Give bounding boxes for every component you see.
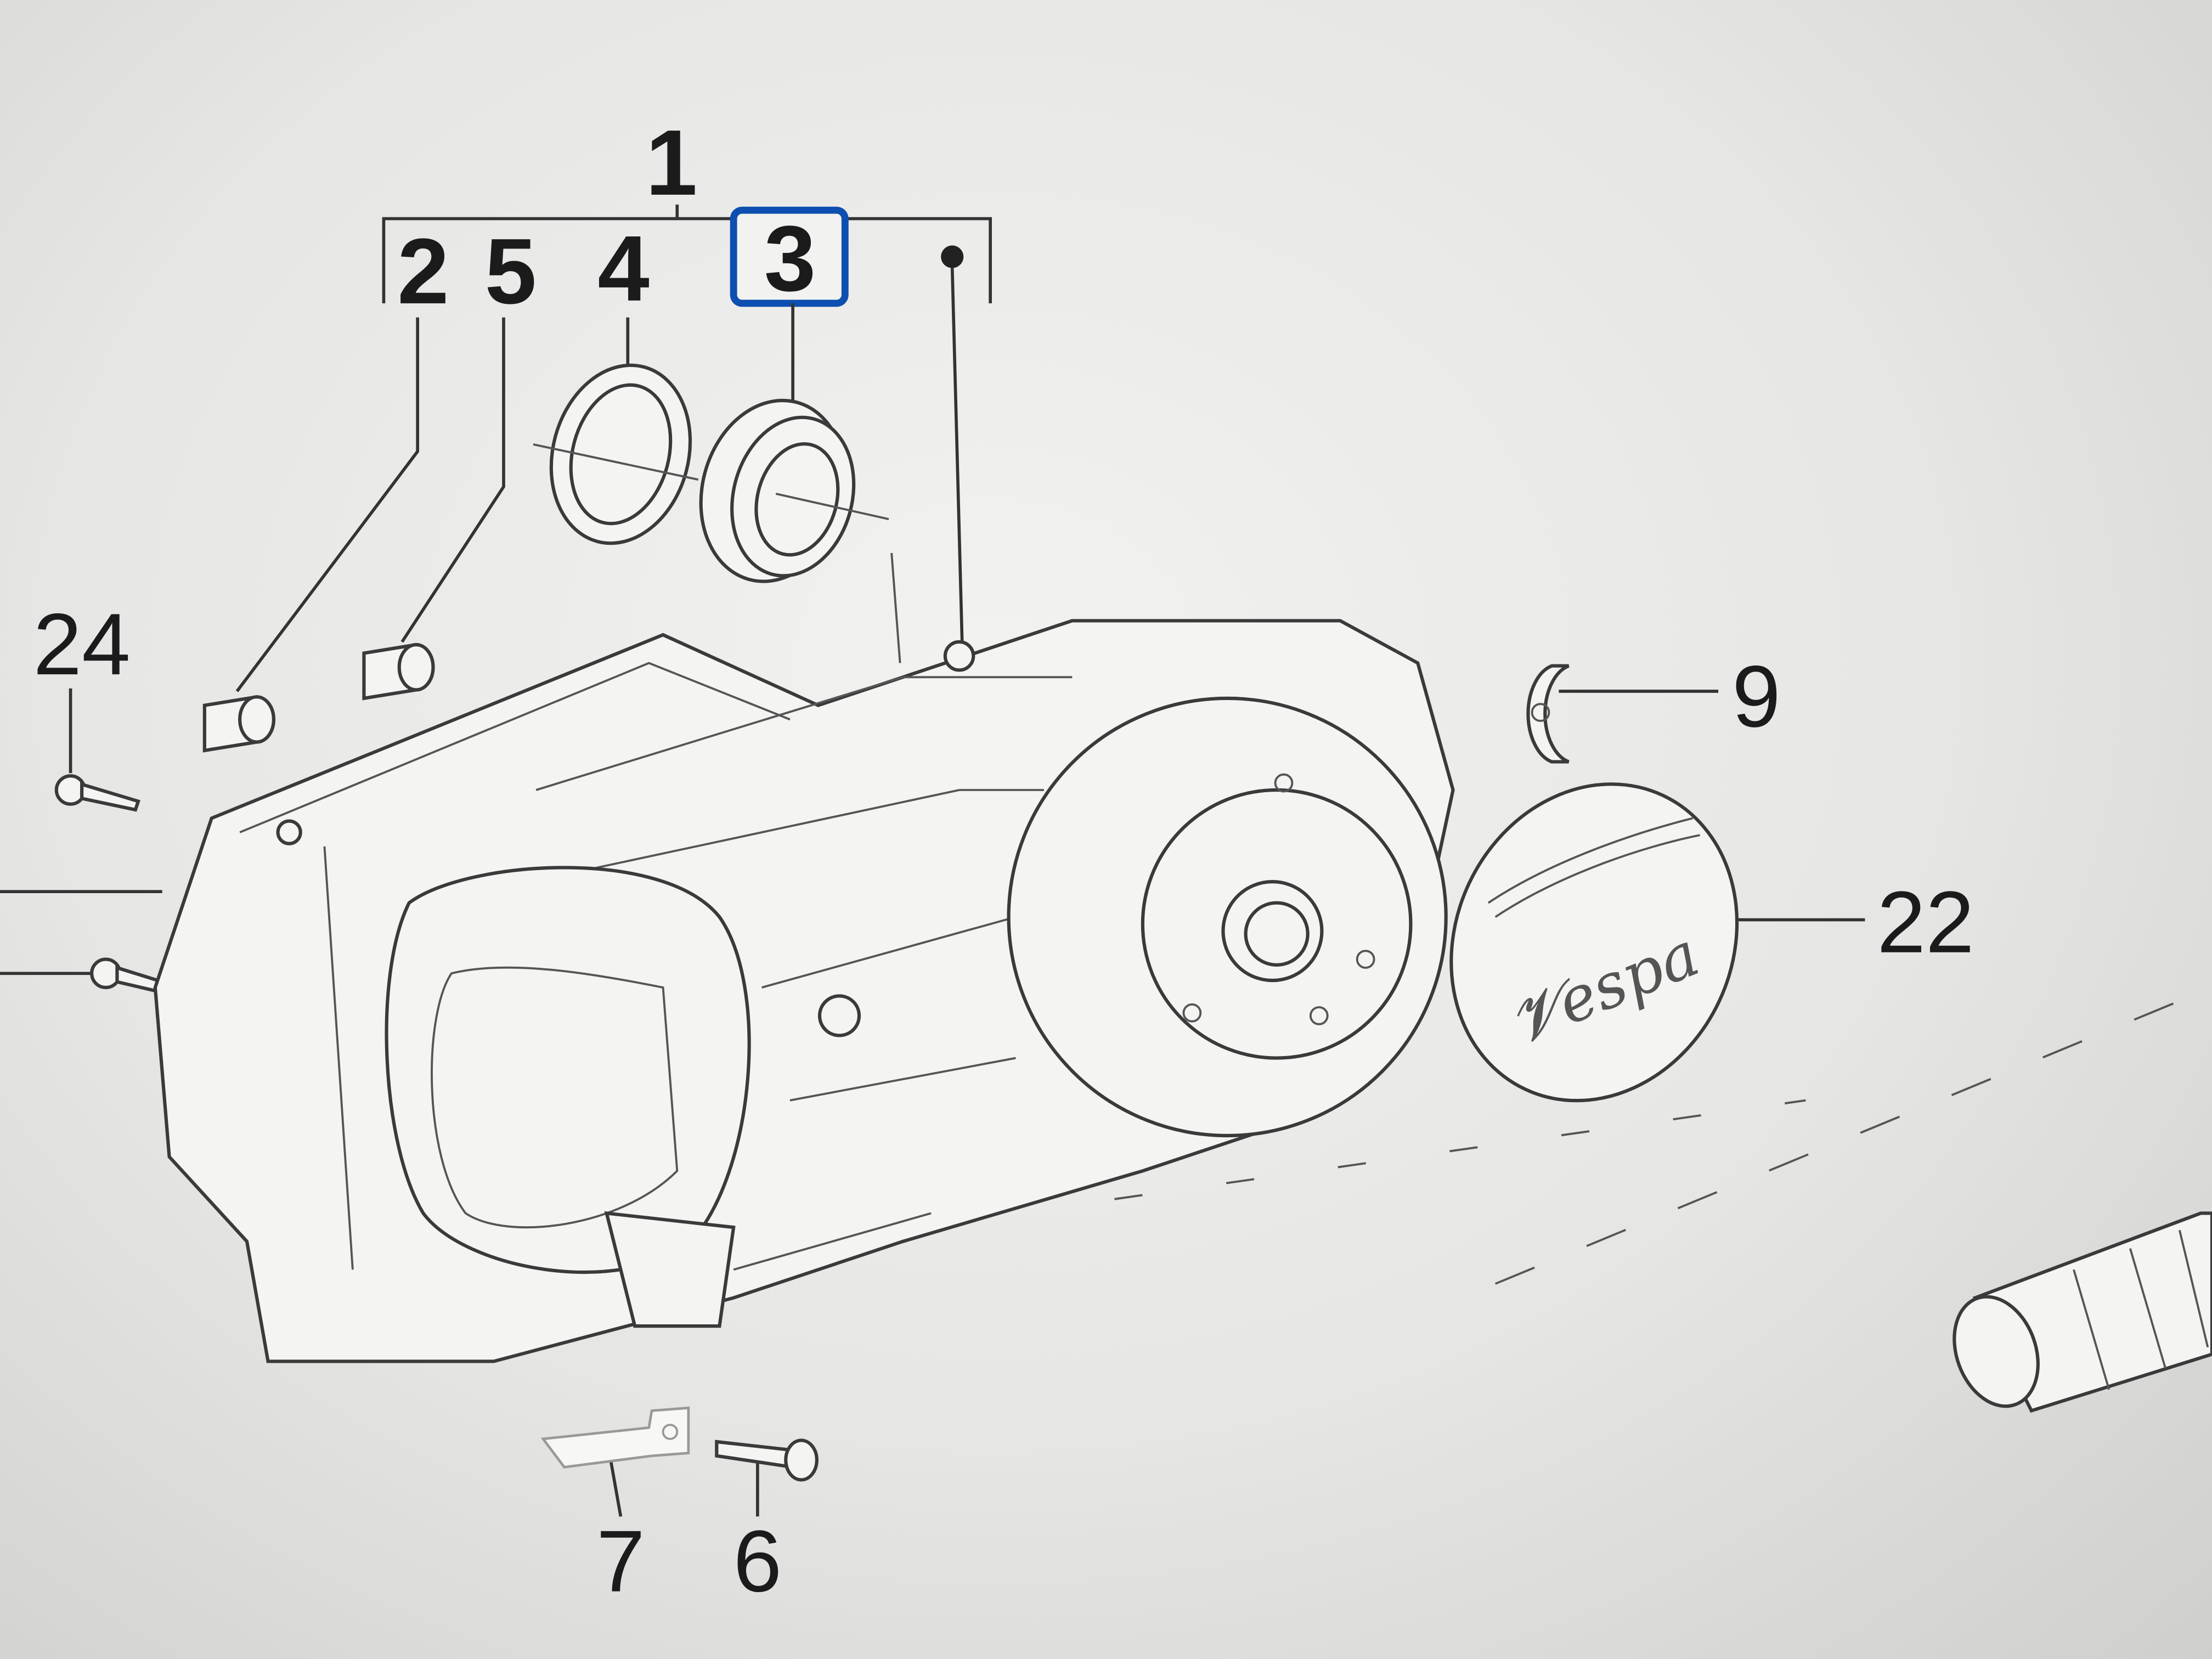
- assembly-bracket: [382, 204, 992, 303]
- callout-6[interactable]: 6: [733, 1513, 782, 1610]
- dowel-pin-5[interactable]: [362, 643, 435, 701]
- callout-dot: [941, 245, 964, 268]
- callout-1[interactable]: 1: [646, 110, 697, 215]
- callout-3[interactable]: 3: [764, 206, 816, 311]
- callout-7[interactable]: 7: [596, 1513, 645, 1610]
- bolt-part[interactable]: [715, 1438, 819, 1482]
- dashed-guides: [1114, 986, 2212, 1285]
- plug-part[interactable]: [1526, 664, 1570, 764]
- transmission-cover[interactable]: [153, 619, 1455, 1363]
- screw-24[interactable]: [54, 774, 140, 812]
- callout-22[interactable]: 22: [1877, 873, 1974, 971]
- dowel-pin-2[interactable]: [202, 695, 275, 753]
- callout-9[interactable]: 9: [1732, 647, 1781, 745]
- callout-4[interactable]: 4: [597, 216, 649, 320]
- cover-cap-part[interactable]: 𝓥espa: [1400, 737, 1788, 1148]
- callout-2[interactable]: 2: [397, 219, 449, 323]
- selected-callout-highlight: [730, 206, 849, 307]
- bearing-part[interactable]: [681, 384, 901, 663]
- bracket-part[interactable]: [540, 1406, 690, 1469]
- leader-lines: [0, 268, 1865, 1517]
- callout-5[interactable]: 5: [485, 219, 537, 323]
- rubber-boot-part[interactable]: [1940, 1211, 2212, 1418]
- callout-24[interactable]: 24: [33, 595, 130, 693]
- oil-seal-part[interactable]: [532, 349, 710, 559]
